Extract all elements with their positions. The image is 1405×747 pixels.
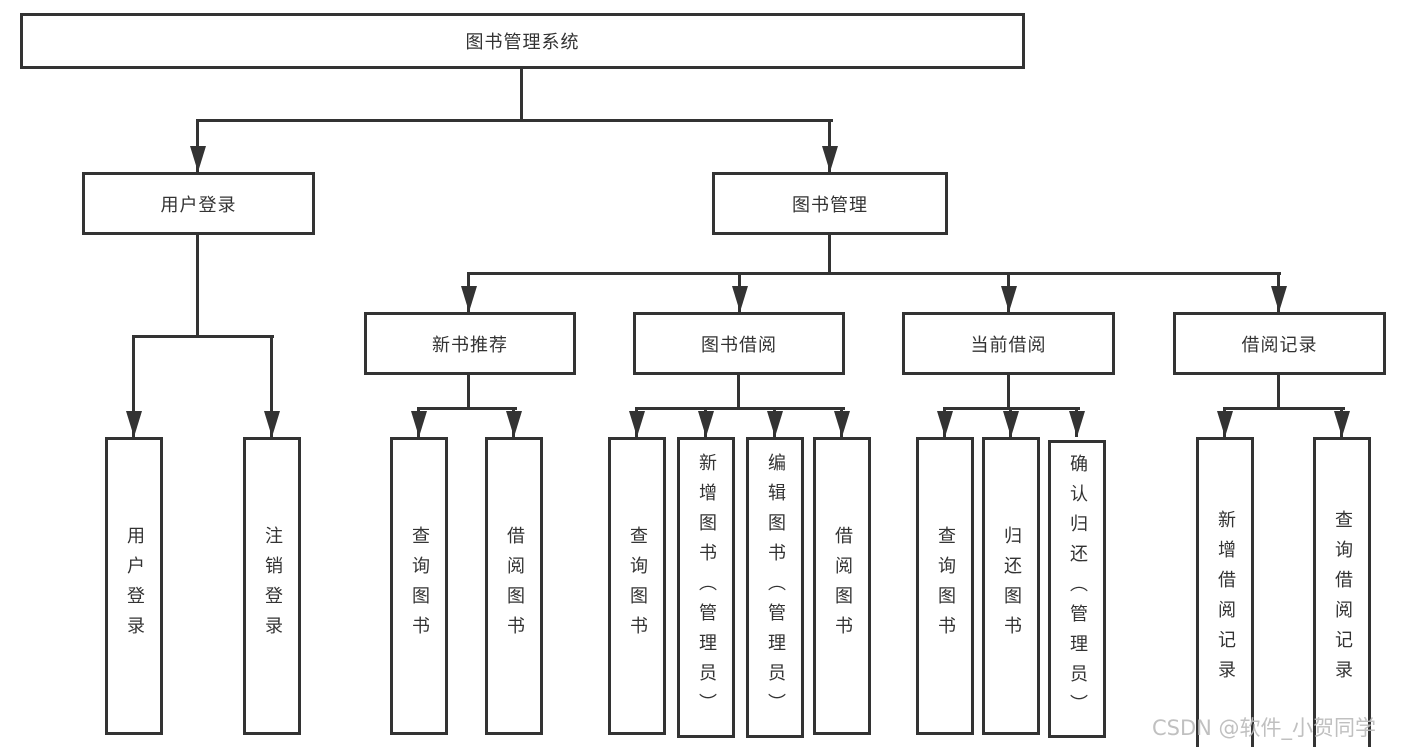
connector-records-bar (1223, 407, 1345, 410)
node-new-book-recommend-label: 新书推荐 (432, 334, 508, 356)
node-root-label: 图书管理系统 (465, 32, 580, 53)
connector-borrow-stem (737, 373, 740, 410)
connector-newbook-bar (417, 407, 517, 410)
arrow-down-icon (1271, 286, 1287, 312)
node-book-borrowing: 图书借阅 (633, 312, 845, 375)
leaf-query-books-recommend: 查询图书 (390, 437, 448, 735)
leaf-return-books: 归还图书 (982, 437, 1040, 735)
arrow-down-icon (1069, 411, 1085, 437)
leaf-label: 用户登录 (124, 526, 145, 646)
arrow-down-icon (190, 146, 206, 172)
arrow-down-icon (1217, 411, 1233, 437)
connector-root-bar (196, 119, 833, 122)
node-user-login-label: 用户登录 (160, 194, 237, 216)
node-new-book-recommend: 新书推荐 (364, 312, 576, 375)
connector-records-stem (1277, 373, 1280, 410)
node-borrowing-records: 借阅记录 (1173, 312, 1386, 375)
connector-drop-leaf (270, 335, 273, 437)
node-book-management-label: 图书管理 (792, 194, 868, 216)
connector-bookmgmt-stem (828, 234, 831, 275)
leaf-label: 新增借阅记录 (1215, 509, 1236, 690)
leaf-borrow-books-borrowing: 借阅图书 (813, 437, 871, 735)
node-borrowing-records-label: 借阅记录 (1241, 334, 1318, 356)
node-root-library-system: 图书管理系统 (20, 13, 1025, 69)
arrow-down-icon (1003, 411, 1019, 437)
connector-current-stem (1007, 373, 1010, 410)
connector-drop-book-management (828, 119, 831, 172)
arrow-down-icon (461, 286, 477, 312)
leaf-label: 注销登录 (262, 526, 283, 646)
leaf-query-borrow-record: 查询借阅记录 (1313, 437, 1371, 747)
leaf-borrow-books-recommend: 借阅图书 (485, 437, 543, 735)
arrow-down-icon (264, 411, 280, 437)
leaf-label: 编辑图书（管理员） (765, 452, 786, 723)
connector-newbook-stem (467, 373, 470, 410)
node-current-borrowing-label: 当前借阅 (970, 334, 1047, 356)
node-user-login: 用户登录 (82, 172, 315, 235)
leaf-label: 查询图书 (935, 526, 956, 646)
leaf-add-books-admin: 新增图书（管理员） (677, 437, 735, 738)
connector-drop-user-login (196, 119, 199, 172)
leaf-label: 查询图书 (627, 526, 648, 646)
arrow-down-icon (1334, 411, 1350, 437)
arrow-down-icon (126, 411, 142, 437)
leaf-add-borrow-record: 新增借阅记录 (1196, 437, 1254, 747)
leaf-query-books-current: 查询图书 (916, 437, 974, 735)
connector-userlogin-bar (132, 335, 274, 338)
arrow-down-icon (937, 411, 953, 437)
leaf-user-login: 用户登录 (105, 437, 163, 735)
leaf-label: 归还图书 (1001, 526, 1022, 646)
arrow-down-icon (698, 411, 714, 437)
arrow-down-icon (411, 411, 427, 437)
connector-root-stem (520, 68, 523, 120)
leaf-confirm-return-admin: 确认归还（管理员） (1048, 440, 1106, 738)
arrow-down-icon (506, 411, 522, 437)
arrow-down-icon (732, 286, 748, 312)
node-current-borrowing: 当前借阅 (902, 312, 1115, 375)
arrow-down-icon (834, 411, 850, 437)
connector-bookmgmt-bar (467, 272, 1281, 275)
leaf-label: 确认归还（管理员） (1067, 454, 1088, 724)
arrow-down-icon (629, 411, 645, 437)
leaf-edit-books-admin: 编辑图书（管理员） (746, 437, 804, 738)
arrow-down-icon (1001, 286, 1017, 312)
connector-drop-leaf (132, 335, 135, 437)
leaf-label: 查询图书 (409, 526, 430, 646)
leaf-label: 查询借阅记录 (1332, 509, 1353, 690)
leaf-query-books-borrowing: 查询图书 (608, 437, 666, 735)
csdn-watermark: CSDN @软件_小贺同学 (1152, 716, 1377, 740)
leaf-label: 借阅图书 (504, 526, 525, 646)
arrow-down-icon (767, 411, 783, 437)
arrow-down-icon (822, 146, 838, 172)
node-book-management: 图书管理 (712, 172, 948, 235)
node-book-borrowing-label: 图书借阅 (701, 334, 777, 356)
leaf-label: 借阅图书 (832, 526, 853, 646)
connector-borrow-bar (635, 407, 845, 410)
connector-userlogin-stem (196, 234, 199, 338)
leaf-label: 新增图书（管理员） (696, 452, 717, 723)
leaf-logout: 注销登录 (243, 437, 301, 735)
